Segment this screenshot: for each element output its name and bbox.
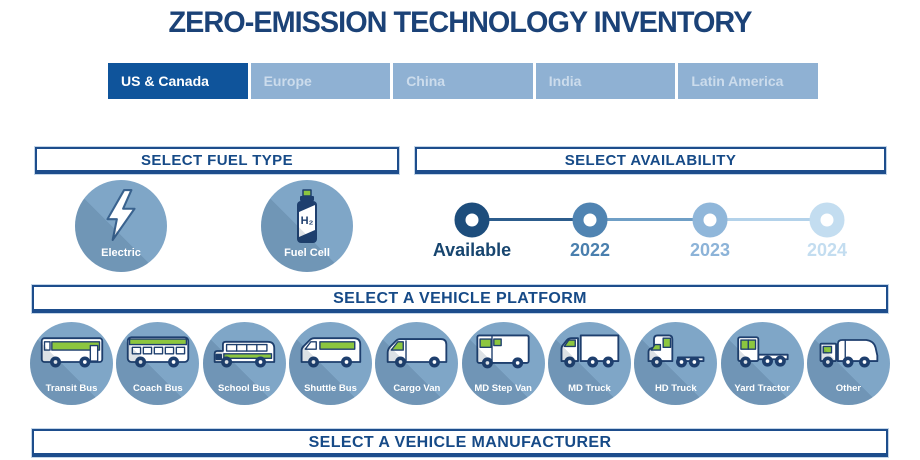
- hd-truck-icon: [647, 334, 705, 368]
- platform-label: MD Truck: [568, 383, 611, 394]
- platform-option-md-truck[interactable]: MD Truck: [547, 322, 631, 405]
- h2-canister-text: H₂: [301, 215, 314, 227]
- platform-label: HD Truck: [654, 383, 697, 394]
- platform-option-transit-bus[interactable]: Transit Bus: [30, 322, 113, 405]
- vehicle-manufacturer-header-label: SELECT A VEHICLE MANUFACTURER: [308, 434, 612, 451]
- fuel-option-fuel-cell[interactable]: H₂ Fuel Cell: [261, 180, 353, 272]
- md-step-van-icon: [476, 334, 530, 369]
- fuel-type-section-header: SELECT FUEL TYPE: [35, 147, 399, 174]
- timeline-connector: [710, 218, 827, 221]
- md-truck-icon: [561, 334, 620, 368]
- availability-label-available: Available: [432, 240, 512, 260]
- availability-node-2024[interactable]: [809, 202, 845, 238]
- cargo-van-icon: [386, 338, 448, 368]
- platform-label: MD Step Van: [474, 383, 532, 394]
- vehicle-platform-row: Transit Bus Coach Bus: [30, 322, 890, 405]
- tab-india[interactable]: India: [535, 63, 676, 99]
- platform-option-coach-bus[interactable]: Coach Bus: [116, 322, 200, 405]
- lightning-bolt-icon: [75, 188, 167, 242]
- platform-option-other[interactable]: Other: [806, 322, 890, 405]
- availability-label-2023: 2023: [689, 240, 731, 260]
- platform-label: Yard Tractor: [734, 383, 790, 394]
- availability-node-2023[interactable]: [692, 202, 728, 238]
- availability-label-2024: 2024: [806, 240, 848, 260]
- yard-tractor-icon: [737, 336, 789, 368]
- transit-bus-icon: [40, 337, 103, 368]
- hydrogen-canister-icon: H₂: [261, 188, 353, 246]
- platform-option-cargo-van[interactable]: Cargo Van: [375, 322, 459, 405]
- fuel-option-label: Fuel Cell: [284, 247, 330, 259]
- platform-option-school-bus[interactable]: School Bus: [202, 322, 286, 405]
- vehicle-manufacturer-section-header: SELECT A VEHICLE MANUFACTURER: [32, 429, 888, 457]
- fuel-type-header-label: SELECT FUEL TYPE: [141, 152, 293, 169]
- garbage-truck-icon: [820, 339, 879, 368]
- availability-header-label: SELECT AVAILABILITY: [564, 152, 737, 169]
- timeline-connector: [472, 218, 590, 221]
- tab-europe[interactable]: Europe: [250, 63, 391, 99]
- vehicle-platform-section-header: SELECT A VEHICLE PLATFORM: [32, 285, 888, 313]
- platform-option-md-step-van[interactable]: MD Step Van: [461, 322, 545, 405]
- platform-option-hd-truck[interactable]: HD Truck: [634, 322, 718, 405]
- platform-label: Other: [835, 383, 862, 394]
- platform-label: Coach Bus: [133, 383, 183, 394]
- region-tab-bar: US & Canada Europe China India Latin Ame…: [108, 63, 818, 99]
- availability-node-2022[interactable]: [572, 202, 608, 238]
- timeline-connector: [590, 218, 710, 221]
- platform-label: Cargo Van: [393, 383, 441, 394]
- platform-label: Transit Bus: [45, 383, 98, 394]
- shuttle-bus-icon: [301, 337, 362, 368]
- availability-label-2022: 2022: [569, 240, 611, 260]
- platform-option-shuttle-bus[interactable]: Shuttle Bus: [288, 322, 372, 405]
- page-title: ZERO-EMISSION TECHNOLOGY INVENTORY: [168, 6, 753, 39]
- availability-node-available[interactable]: [454, 202, 490, 238]
- platform-option-yard-tractor[interactable]: Yard Tractor: [720, 322, 804, 405]
- tab-china[interactable]: China: [393, 63, 533, 99]
- platform-label: Shuttle Bus: [304, 383, 357, 394]
- school-bus-icon: [213, 340, 276, 368]
- tab-latin-america[interactable]: Latin America: [678, 63, 818, 99]
- availability-timeline: Available 2022 2023 2024: [415, 180, 886, 275]
- platform-label: School Bus: [218, 383, 271, 394]
- availability-section-header: SELECT AVAILABILITY: [415, 147, 886, 174]
- tab-us-canada[interactable]: US & Canada: [108, 63, 248, 99]
- fuel-option-electric[interactable]: Electric: [75, 180, 167, 272]
- vehicle-platform-header-label: SELECT A VEHICLE PLATFORM: [333, 290, 587, 307]
- fuel-option-label: Electric: [101, 247, 141, 259]
- coach-bus-icon: [126, 336, 189, 368]
